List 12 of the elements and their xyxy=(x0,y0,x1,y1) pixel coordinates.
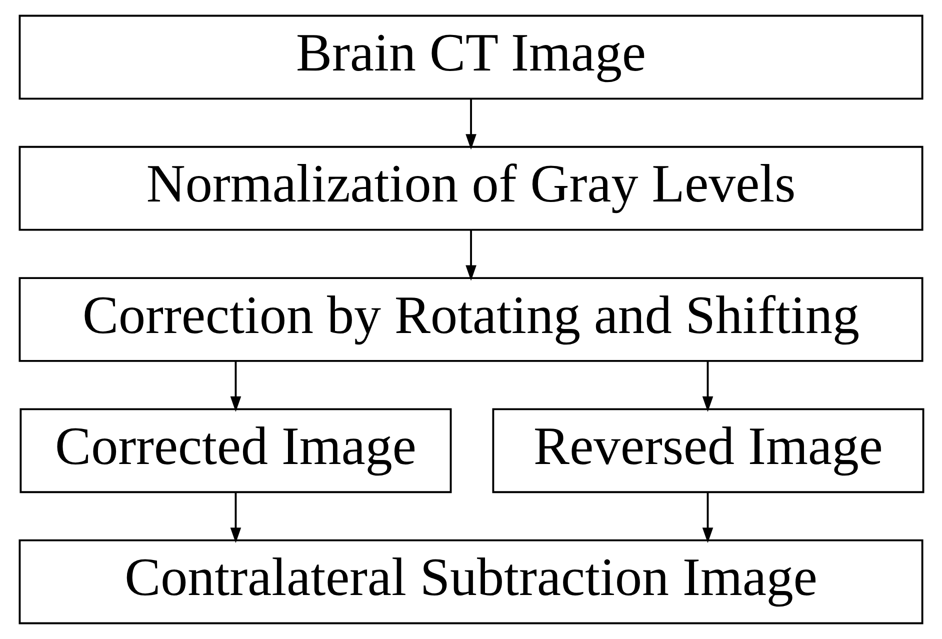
arrow xyxy=(465,98,476,150)
node-box: Reversed Image xyxy=(492,408,924,494)
node-box: Contralateral Subtraction Image xyxy=(18,539,923,624)
node-box: Normalization of Gray Levels xyxy=(18,146,923,231)
node-box: Corrected Image xyxy=(19,408,452,494)
arrow xyxy=(702,361,713,412)
node-box: Correction by Rotating and Shifting xyxy=(18,277,923,362)
node-box: Brain CT Image xyxy=(18,14,923,100)
arrow xyxy=(702,492,713,544)
arrow xyxy=(230,492,241,544)
arrow xyxy=(465,230,476,281)
arrow xyxy=(230,361,241,412)
